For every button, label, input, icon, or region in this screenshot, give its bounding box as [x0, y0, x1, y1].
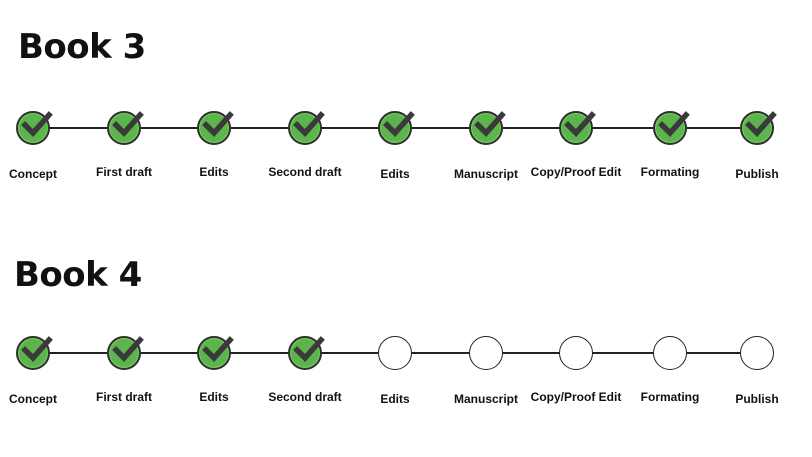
book-4-step-6-marker: [469, 336, 503, 370]
checkmark-icon: [202, 111, 234, 138]
checkmark-icon: [202, 336, 234, 363]
book-3-step-2-label: First draft: [95, 165, 153, 179]
checkmark-icon: [293, 336, 325, 363]
checkmark-icon: [293, 111, 325, 138]
book-3-step-1-label: Concept: [9, 167, 57, 181]
book-4-step-5-marker: [378, 336, 412, 370]
book-4-step-8-label: Formating: [640, 390, 700, 404]
book-4-step-1-marker: [16, 336, 53, 370]
book-3-step-7-marker: [559, 111, 596, 145]
book-3-step-8-label: Formating: [640, 165, 700, 179]
book-4-progress-track: Concept First draft Edits Second draft Edits…: [0, 323, 812, 406]
book-4-step-4-marker: [288, 336, 325, 370]
book-3-title: Book 3: [18, 27, 146, 67]
book-3-step-6-label: Manuscript: [453, 167, 519, 181]
book-3-step-1-marker: [16, 111, 53, 145]
checkmark-icon: [474, 111, 506, 138]
book-4-step-7-label: Copy/Proof Edit: [530, 390, 622, 404]
book-4-step-9-marker: [740, 336, 774, 370]
checkmark-icon: [112, 111, 144, 138]
book-4-step-2-marker: [107, 336, 144, 370]
book-4-step-4-label: Second draft: [268, 390, 342, 404]
book-3-step-5-label: Edits: [380, 167, 410, 181]
checkmark-icon: [564, 111, 596, 138]
checkmark-icon: [21, 111, 53, 138]
book-3-step-2-marker: [107, 111, 144, 145]
book-3-step-8-marker: [653, 111, 690, 145]
book-4-step-1-label: Concept: [9, 392, 57, 406]
checkmark-icon: [112, 336, 144, 363]
book-3-step-7-label: Copy/Proof Edit: [530, 165, 622, 179]
checkmark-icon: [383, 111, 415, 138]
checkmark-icon: [658, 111, 690, 138]
book-4-step-9-label: Publish: [735, 392, 779, 406]
book-3-step-3-label: Edits: [199, 165, 229, 179]
book-4-step-3-marker: [197, 336, 234, 370]
book-4-step-8-marker: [653, 336, 687, 370]
book-4-step-5-label: Edits: [380, 392, 410, 406]
book-4-step-3-label: Edits: [199, 390, 229, 404]
book-3-step-3-marker: [197, 111, 234, 145]
book-4-title: Book 4: [14, 255, 142, 295]
checkmark-icon: [745, 111, 777, 138]
book-3-step-4-label: Second draft: [268, 165, 342, 179]
book-3-progress-track: Concept First draft Edits Second draft Edits…: [0, 98, 812, 181]
book-3-step-9-label: Publish: [735, 167, 779, 181]
checkmark-icon: [21, 336, 53, 363]
book-3-step-4-marker: [288, 111, 325, 145]
book-3-step-6-marker: [469, 111, 506, 145]
book-4-step-7-marker: [559, 336, 593, 370]
book-3-step-5-marker: [378, 111, 415, 145]
book-3-step-9-marker: [740, 111, 777, 145]
book-4-step-6-label: Manuscript: [453, 392, 519, 406]
book-4-step-2-label: First draft: [95, 390, 153, 404]
